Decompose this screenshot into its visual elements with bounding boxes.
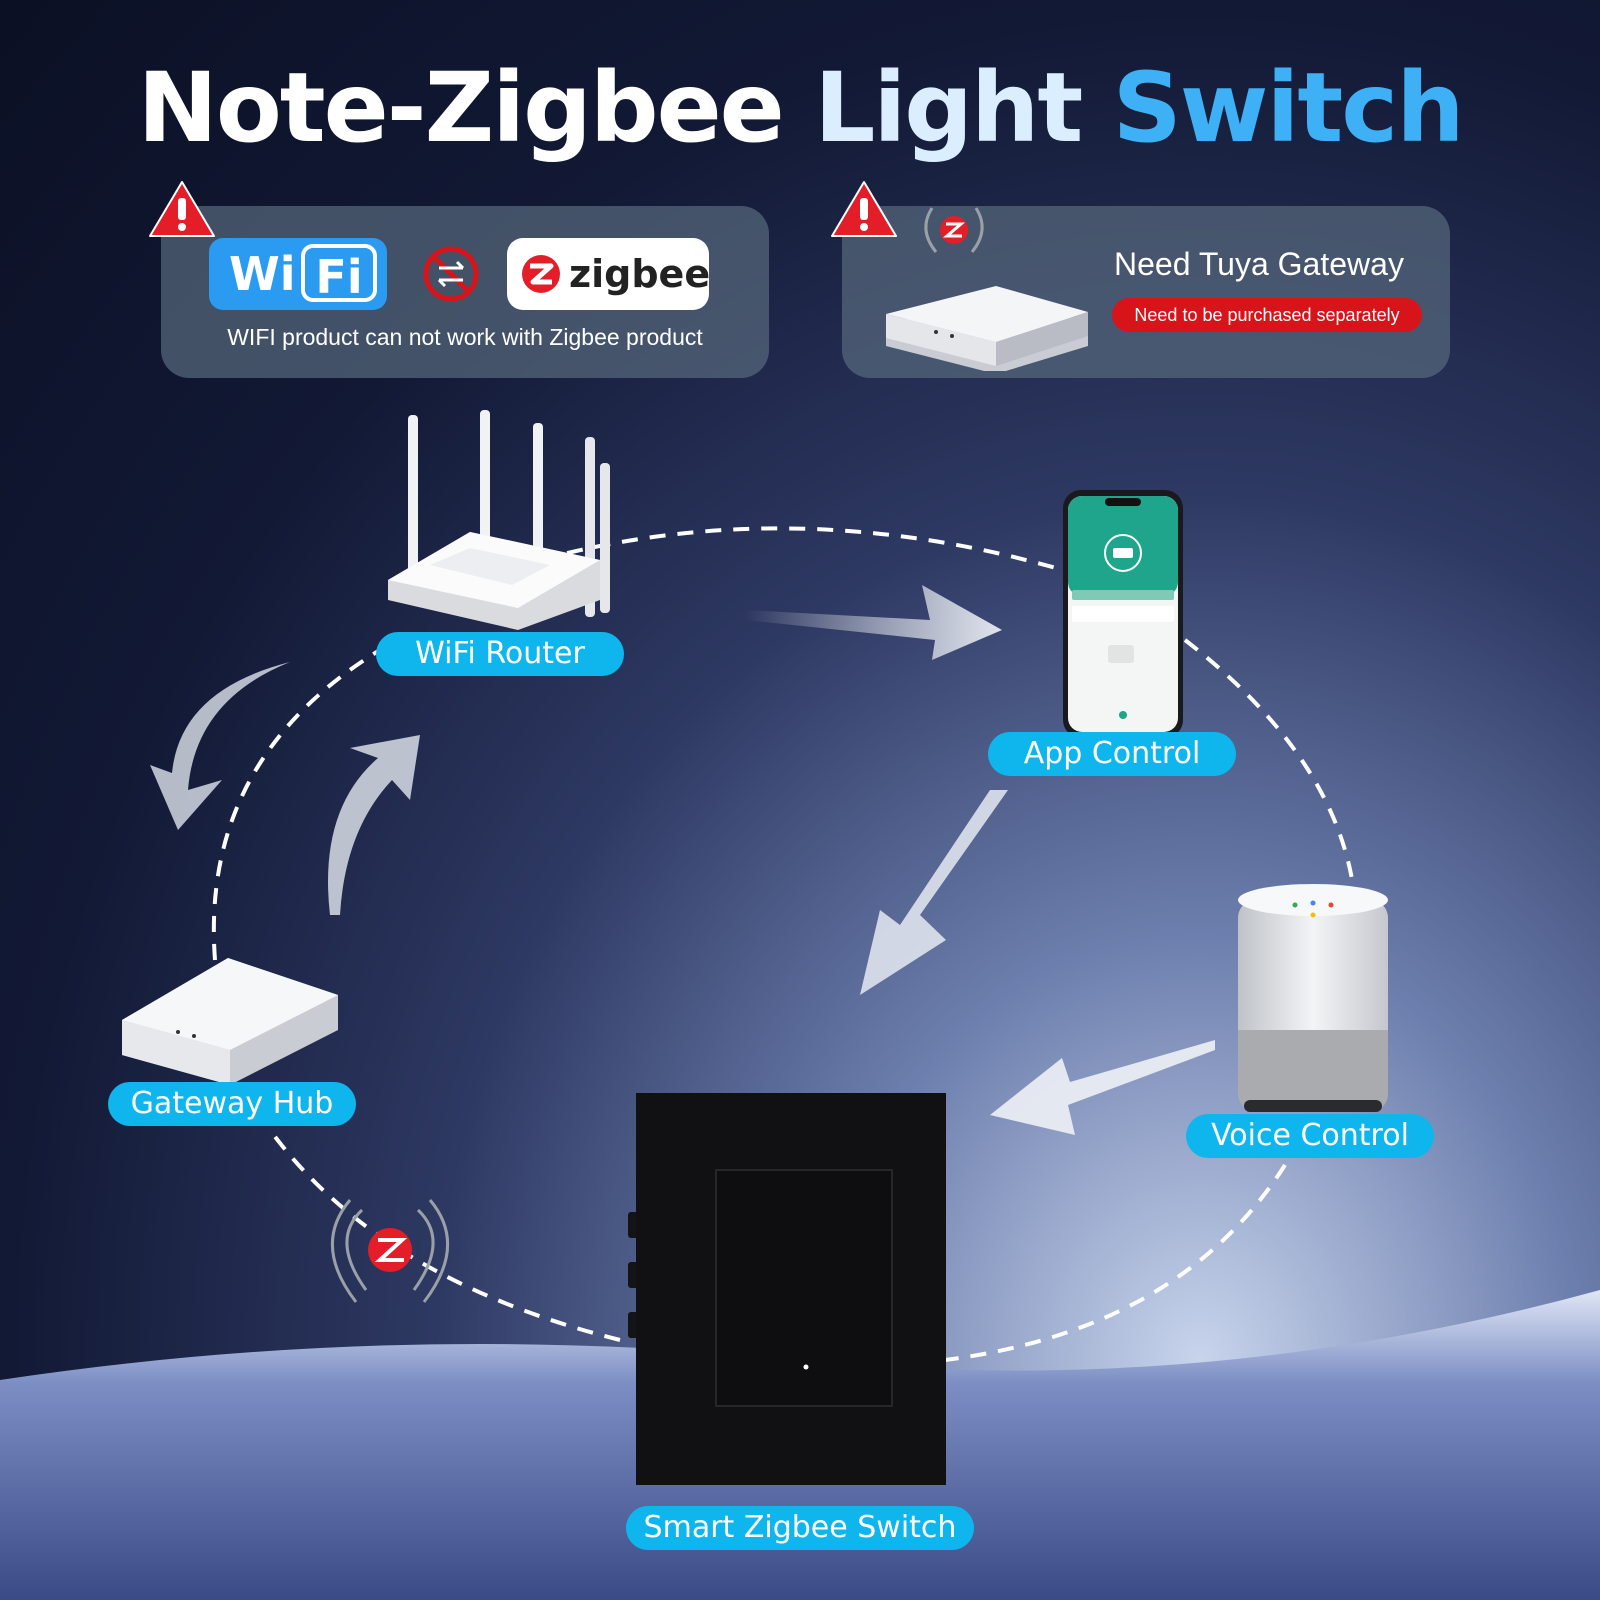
wifi-router-image	[388, 410, 610, 630]
no-link-icon	[423, 246, 479, 302]
smart-speaker-image	[1238, 884, 1388, 1112]
tuya-gateway-image	[886, 286, 1088, 371]
title-part-1: Note-Zigbee	[137, 52, 784, 164]
label-voice-control: Voice Control	[1186, 1114, 1434, 1158]
page-title: Note-Zigbee Light Switch	[0, 52, 1600, 164]
title-part-2: Light	[814, 52, 1083, 164]
gateway-panel: Need Tuya Gateway Need to be purchased s…	[842, 206, 1450, 378]
zigbee-signal-icon	[331, 1199, 449, 1303]
connection-line	[1183, 638, 1357, 901]
label-gateway-hub: Gateway Hub	[108, 1082, 356, 1126]
wifi-logo-fi: Fi	[301, 244, 377, 304]
compatibility-caption: WIFI product can not work with Zigbee pr…	[227, 324, 703, 350]
gateway-heading: Need Tuya Gateway	[1114, 246, 1404, 282]
zigbee-logo-text: zigbee	[569, 252, 711, 296]
arrow-gateway-to-router	[328, 735, 420, 915]
zigbee-signal-icon	[924, 207, 984, 253]
arrow-app-to-switch	[860, 790, 1008, 995]
zigbee-logo-icon	[522, 255, 560, 293]
label-smart-zigbee-switch: Smart Zigbee Switch	[626, 1506, 974, 1550]
warning-icon	[831, 181, 897, 237]
label-app-control: App Control	[988, 732, 1236, 776]
compatibility-panel: Wi Fi zigbee WIFI product can not work w…	[161, 206, 769, 378]
title-part-3: Switch	[1112, 52, 1465, 164]
wifi-logo: Wi Fi	[209, 238, 387, 310]
wifi-logo-wi: Wi	[229, 247, 296, 301]
connection-line	[211, 648, 382, 961]
smart-switch-image	[628, 1093, 946, 1485]
arrow-router-to-gateway	[150, 662, 290, 830]
phone-image	[1063, 490, 1183, 738]
gateway-hub-image	[122, 958, 338, 1085]
connection-line	[268, 1128, 621, 1342]
label-wifi-router: WiFi Router	[376, 632, 624, 676]
connection-line	[944, 1163, 1287, 1362]
arrow-voice-to-switch	[990, 1040, 1215, 1135]
purchase-note-badge: Need to be purchased separately	[1112, 298, 1422, 332]
arrow-router-to-app	[745, 585, 1002, 660]
zigbee-logo: zigbee	[507, 238, 711, 310]
connection-line	[539, 526, 1081, 577]
warning-icon	[149, 181, 215, 237]
